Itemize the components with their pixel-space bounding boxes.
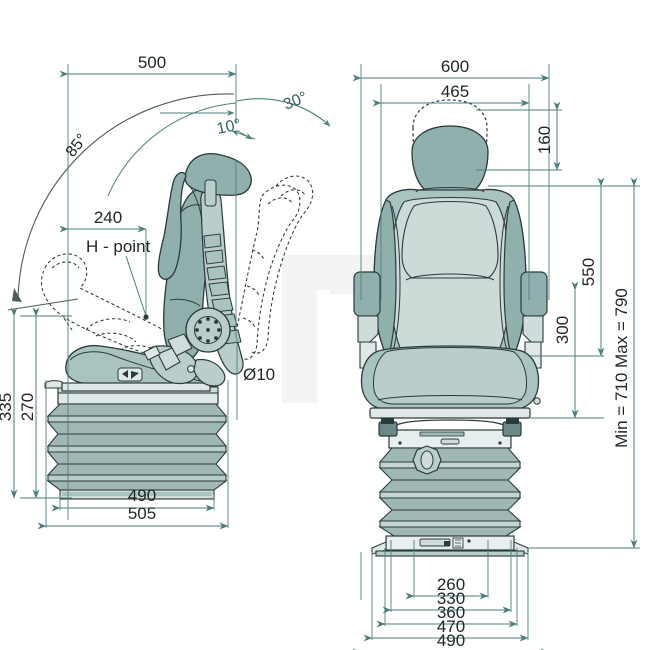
dimension-min-max-label: Min = 710 Max = 790 <box>612 288 631 448</box>
dimension-490-side: 490 <box>51 486 215 512</box>
dimension-260-label: 260 <box>437 575 465 594</box>
angle-10-arrows <box>160 101 256 140</box>
dimension-300-label: 300 <box>553 316 572 344</box>
recline-pivot-disc <box>185 307 231 353</box>
seat-cushion-front <box>360 345 541 419</box>
dimension-490-front-label: 490 <box>437 631 465 650</box>
arc-baseline-85 <box>7 298 79 311</box>
dimension-335: 335 <box>0 307 18 499</box>
dimension-600: 600 <box>352 57 550 82</box>
dimension-500-label: 500 <box>138 53 166 72</box>
dimension-500: 500 <box>59 53 237 78</box>
dimension-min-max: Min = 710 Max = 790 <box>612 177 638 549</box>
h-point-label: H - point <box>86 237 151 256</box>
dimension-360-label: 360 <box>437 603 465 622</box>
dimension-465: 465 <box>372 82 530 107</box>
front-extension-lines <box>360 64 640 640</box>
ghost-backrest-reclined-2 <box>251 175 314 354</box>
h-point-annotation: H - point <box>86 237 151 320</box>
dimension-490-front: 490 <box>352 631 550 650</box>
dimension-550-label: 550 <box>579 258 598 286</box>
dimension-470-label: 470 <box>437 617 465 636</box>
headrest-side <box>157 152 252 280</box>
side-lower-bracket <box>143 333 226 387</box>
dimension-260: 260 <box>405 575 489 600</box>
dimension-550: 550 <box>579 177 605 357</box>
backrest-front <box>373 187 527 360</box>
dimension-dia10-label: Ø10 <box>243 365 275 384</box>
dimension-dia10: Ø10 <box>236 338 275 420</box>
dimension-270: 270 <box>18 307 40 499</box>
dimension-240-label: 240 <box>94 208 122 227</box>
base-plate-front <box>371 535 529 557</box>
dimension-490-side-label: 490 <box>128 486 156 505</box>
dimension-505-label: 505 <box>128 504 156 523</box>
ghost-backrest-reclined <box>233 184 301 360</box>
suspension-top-plate <box>378 418 522 449</box>
dimension-465-label: 465 <box>441 82 469 101</box>
dimension-335-label: 335 <box>0 393 15 421</box>
dimension-505: 505 <box>37 504 229 530</box>
dimension-240: 240 <box>59 208 147 320</box>
headrest-front <box>411 125 489 198</box>
suspension-bellows-side <box>44 380 228 500</box>
tilt-arc-30 <box>236 98 331 127</box>
swing-arc-inner <box>107 102 237 197</box>
arc-arrow-85 <box>12 288 22 302</box>
front-view-group: 600 465 160 550 300 Min = 710 Max = 790 <box>352 57 640 650</box>
dimension-330: 330 <box>382 589 512 614</box>
dimension-300: 300 <box>553 281 579 419</box>
dimension-160: 160 <box>535 101 561 171</box>
dimension-360: 360 <box>376 603 518 628</box>
suspension-bellows-front <box>378 445 522 537</box>
dimension-160-label: 160 <box>535 126 554 154</box>
dimension-600-label: 600 <box>441 57 469 76</box>
dimension-470: 470 <box>363 617 529 642</box>
dimension-330-label: 330 <box>437 589 465 608</box>
side-view-group: 500 240 H - point 335 270 490 <box>0 53 331 530</box>
swing-arc-outer <box>17 93 235 301</box>
dimension-270-label: 270 <box>18 393 37 421</box>
